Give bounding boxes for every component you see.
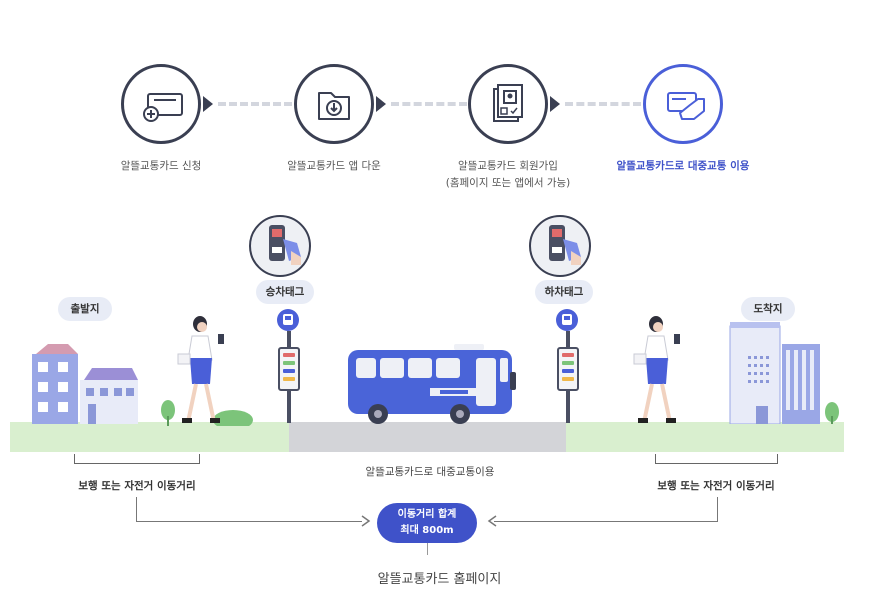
bus-stop-icon <box>556 309 578 331</box>
left-connector <box>136 521 362 522</box>
left-connector <box>136 497 137 521</box>
arrival-label: 도착지 <box>741 297 795 321</box>
step-1-label: 알뜰교통카드 신청 <box>120 160 202 172</box>
step-arrow <box>203 96 213 112</box>
right-distance-caption: 보행 또는 자전거 이동거리 <box>657 480 775 492</box>
alight-tag-illustration <box>529 215 591 277</box>
left-distance-caption: 보행 또는 자전거 이동거리 <box>78 480 196 492</box>
step-4-label: 알뜰교통카드로 대중교통 이용 <box>616 160 750 172</box>
step-1-circle <box>121 64 201 144</box>
bus-stop-sign <box>278 347 300 391</box>
hand-card-icon <box>667 92 705 120</box>
walking-person-illustration <box>633 316 680 423</box>
step-connector <box>565 102 641 106</box>
walking-person-illustration <box>177 316 224 423</box>
step-2-label: 알뜰교통카드 앱 다운 <box>287 160 381 172</box>
total-stem <box>427 543 428 555</box>
card-plus-icon <box>143 93 183 122</box>
total-distance-badge: 이동거리 합계 최대 800m <box>377 503 477 543</box>
step-arrow <box>376 96 386 112</box>
step-3-circle <box>468 64 548 144</box>
right-connector <box>494 521 718 522</box>
road <box>289 422 566 452</box>
total-distance-line1: 이동거리 합계 <box>397 509 457 520</box>
arrival-buildings-illustration <box>729 322 839 424</box>
sidewalk-left <box>10 422 289 452</box>
sidewalk-right <box>566 422 844 452</box>
step-connector <box>391 102 467 106</box>
bus-stop-icon <box>277 309 299 331</box>
step-2-circle <box>294 64 374 144</box>
step-3-sublabel: (홈페이지 또는 앱에서 가능) <box>445 177 571 189</box>
step-connector <box>218 102 292 106</box>
footer-link[interactable]: 알뜰교통카드 홈페이지 <box>377 572 502 587</box>
right-connector <box>717 497 718 521</box>
step-arrow <box>550 96 560 112</box>
departure-buildings-illustration <box>32 344 138 424</box>
arrow-left-icon <box>487 515 497 527</box>
board-tag-label: 승차태그 <box>256 280 314 304</box>
bus-illustration <box>348 344 516 424</box>
bus-stop-sign <box>557 347 579 391</box>
transit-caption: 알뜰교통카드로 대중교통이용 <box>365 466 495 478</box>
step-3-label: 알뜰교통카드 회원가입 <box>458 160 558 172</box>
folder-download-icon <box>318 92 350 120</box>
alight-tag-label: 하차태그 <box>535 280 593 304</box>
left-distance-bracket <box>74 454 200 464</box>
total-distance-line2: 최대 800m <box>400 525 454 536</box>
shrubs-illustration <box>161 400 253 426</box>
step-4-circle <box>643 64 723 144</box>
arrow-right-icon <box>361 515 371 527</box>
right-distance-bracket <box>655 454 778 464</box>
departure-label: 출발지 <box>58 297 112 321</box>
board-tag-illustration <box>249 215 311 277</box>
id-document-icon <box>493 84 523 122</box>
